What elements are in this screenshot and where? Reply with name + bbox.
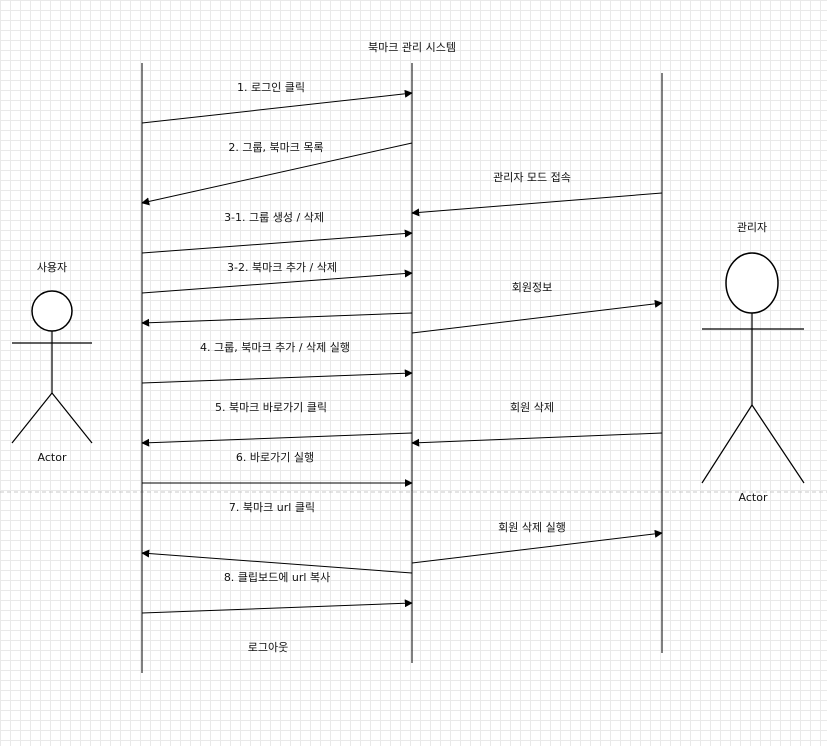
msg-5-label: 5. 북마크 바로가기 클릭 (215, 401, 327, 414)
msg-logout-label: 로그아웃 (248, 641, 288, 654)
msg-member-delete-label: 회원 삭제 (510, 401, 554, 414)
msg-8-arrow[interactable] (141, 599, 413, 614)
admin-actor-caption: Actor (739, 491, 768, 504)
msg-3-1-label: 3-1. 그룹 생성 / 삭제 (224, 211, 324, 224)
admin-actor-head (725, 252, 779, 314)
msg-member-delete-arrow[interactable] (411, 432, 663, 447)
user-actor-head (31, 290, 73, 332)
msg-7-label: 7. 북마크 url 클릭 (229, 501, 315, 514)
msg-member-info-arrow[interactable] (411, 299, 663, 334)
user-actor-left-leg (11, 392, 53, 444)
msg-7-arrow[interactable] (141, 549, 413, 574)
msg-3-return-arrow[interactable] (141, 312, 413, 327)
msg-1-arrow[interactable] (141, 89, 413, 124)
msg-4-label: 4. 그룹, 북마크 추가 / 삭제 실행 (200, 341, 350, 354)
msg-3-2-label: 3-2. 북마크 추가 / 삭제 (227, 261, 337, 274)
admin-actor[interactable]: 관리자 Actor (701, 221, 805, 504)
msg-6-label: 6. 바로가기 실행 (236, 451, 314, 464)
msg-1-label: 1. 로그인 클릭 (237, 81, 305, 94)
msg-member-delete-exec-label: 회원 삭제 실행 (498, 521, 566, 534)
admin-role-label: 관리자 (737, 221, 767, 234)
msg-3-1-arrow[interactable] (141, 229, 413, 254)
user-role-label: 사용자 (37, 261, 67, 274)
msg-3-2-arrow[interactable] (141, 269, 413, 294)
admin-actor-right-leg (751, 404, 805, 484)
msg-member-info-label: 회원정보 (512, 281, 552, 294)
msg-8-label: 8. 클립보드에 url 복사 (224, 571, 330, 584)
msg-4-arrow[interactable] (141, 369, 413, 384)
msg-admin-mode-arrow[interactable] (411, 192, 663, 217)
user-actor-right-leg (51, 392, 93, 444)
msg-5-arrow[interactable] (141, 432, 413, 447)
msg-2-label: 2. 그룹, 북마크 목록 (228, 141, 323, 154)
user-actor-caption: Actor (38, 451, 67, 464)
msg-2-arrow[interactable] (141, 142, 413, 206)
msg-member-delete-exec-arrow[interactable] (411, 529, 663, 564)
user-actor[interactable]: 사용자 Actor (11, 261, 93, 464)
diagram-title: 북마크 관리 시스템 (368, 41, 456, 54)
admin-actor-left-leg (701, 404, 753, 484)
msg-admin-mode-label: 관리자 모드 접속 (493, 171, 571, 184)
